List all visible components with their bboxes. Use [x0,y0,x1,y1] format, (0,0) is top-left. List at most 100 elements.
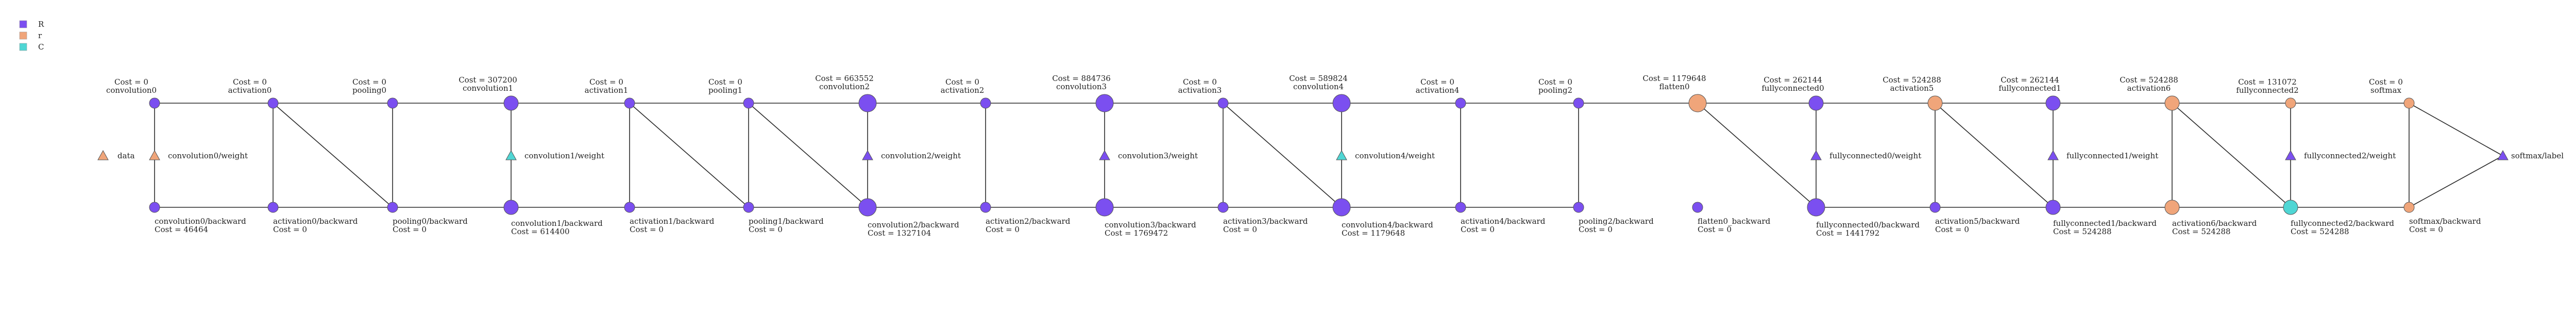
node-conv3b-circle[interactable] [1095,198,1114,217]
node-fc0-circle[interactable] [1808,95,1824,111]
node-conv2-circle[interactable] [858,94,877,112]
node-fc0w-triangle[interactable] [1810,150,1822,160]
node-act5-circle[interactable] [1927,95,1943,111]
node-label-data: data [117,151,135,160]
node-title-smb: softmax/backward [2409,217,2481,226]
node-title-act5: activation5 [1890,84,1934,93]
node-act0-circle[interactable] [267,97,279,109]
legend-swatch-r [19,31,27,40]
node-title-act4: activation4 [1416,86,1460,95]
node-pool2b-circle[interactable] [1573,202,1584,213]
node-cost-fc0b: Cost = 1441792 [1816,228,1879,238]
node-act6-circle[interactable] [2164,95,2180,111]
node-flat0b-circle[interactable] [1692,202,1703,213]
edge-act5-fc1b [1935,103,2054,208]
node-conv1-circle[interactable] [503,95,519,111]
node-conv0b-circle[interactable] [149,202,160,213]
node-act3b-circle[interactable] [1217,202,1229,213]
node-conv3w-triangle[interactable] [1099,150,1110,160]
edge-pool1-conv2b [748,103,868,208]
node-cost-act0: Cost = 0 [233,77,267,87]
node-cost-act6: Cost = 524288 [2120,75,2178,85]
node-title-conv1: convolution1 [463,84,513,93]
node-pool1-circle[interactable] [743,97,754,109]
node-title-flat0b: flatten0_backward [1698,217,1771,226]
node-flat0-circle[interactable] [1688,94,1707,112]
node-label-conv4w: convolution4/weight [1355,151,1435,160]
node-cost-fc1: Cost = 262144 [2001,75,2059,85]
node-data-triangle[interactable] [97,150,109,160]
node-title-pool2: pooling2 [1538,86,1572,95]
node-title-sm: softmax [2370,86,2401,95]
legend-label-r: r [38,31,42,40]
node-title-fc1b: fullyconnected1/backward [2053,219,2157,228]
node-act3-circle[interactable] [1217,97,1229,109]
node-act6b-circle[interactable] [2164,200,2180,215]
node-title-act2: activation2 [941,86,985,95]
node-conv2b-circle[interactable] [858,198,877,217]
node-label-conv0w: convolution0/weight [168,151,248,160]
edge-act1-pool1b [629,103,749,208]
node-title-conv0b: convolution0/backward [155,217,246,226]
node-fc1-circle[interactable] [2045,95,2061,111]
node-conv4b-circle[interactable] [1332,198,1351,217]
node-conv4w-triangle[interactable] [1336,150,1347,160]
node-sm-circle[interactable] [2403,97,2415,109]
node-smb-circle[interactable] [2403,202,2415,213]
edge-act6-fc2b [2172,103,2291,208]
node-title-act3: activation3 [1178,86,1222,95]
node-title-act3b: activation3/backward [1223,217,1308,226]
edge-act0-pool0b [273,103,393,208]
node-conv1w-triangle[interactable] [505,150,517,160]
node-act0b-circle[interactable] [267,202,279,213]
node-label-conv3w: convolution3/weight [1118,151,1198,160]
nodes-layer [97,94,2509,217]
node-title-conv2b: convolution2/backward [868,220,959,229]
node-cost-act3b: Cost = 0 [1223,225,1257,234]
node-cost-conv1: Cost = 307200 [459,75,517,85]
node-conv1b-circle[interactable] [503,200,519,215]
node-pool2-circle[interactable] [1573,97,1584,109]
node-act5b-circle[interactable] [1929,202,1941,213]
node-fc1w-triangle[interactable] [2047,150,2059,160]
node-pool0-circle[interactable] [387,97,398,109]
node-fc2-circle[interactable] [2285,97,2296,109]
node-act2-circle[interactable] [980,97,991,109]
node-title-fc2: fullyconnected2 [2236,86,2298,95]
node-conv4-circle[interactable] [1332,94,1351,112]
legend-label-C: C [38,42,44,52]
node-fc2w-triangle[interactable] [2285,150,2296,160]
node-fc2b-circle[interactable] [2283,200,2298,215]
node-cost-act3: Cost = 0 [1183,77,1217,87]
node-cost-act6b: Cost = 524288 [2172,227,2231,236]
node-act2b-circle[interactable] [980,202,991,213]
node-title-act6b: activation6/backward [2172,219,2257,228]
node-title-conv2: convolution2 [819,82,870,91]
node-cost-pool0: Cost = 0 [352,77,386,87]
node-act4-circle[interactable] [1455,97,1466,109]
node-label-conv1w: convolution1/weight [524,151,604,160]
node-title-act0: activation0 [228,86,272,95]
node-cost-conv0b: Cost = 46464 [155,225,208,234]
node-conv0w-triangle[interactable] [149,150,160,160]
node-conv3-circle[interactable] [1095,94,1114,112]
node-act1-circle[interactable] [624,97,635,109]
node-act1b-circle[interactable] [624,202,635,213]
node-act4b-circle[interactable] [1455,202,1466,213]
node-fc1b-circle[interactable] [2045,200,2061,215]
legend-swatch-R [19,20,27,28]
node-fc0b-circle[interactable] [1807,198,1825,217]
node-conv0-circle[interactable] [149,97,160,109]
node-title-fc0b: fullyconnected0/backward [1816,220,1920,229]
node-cost-pool1: Cost = 0 [708,77,742,87]
node-cost-act1b: Cost = 0 [630,225,664,234]
node-pool1b-circle[interactable] [743,202,754,213]
node-pool0b-circle[interactable] [387,202,398,213]
node-cost-pool0b: Cost = 0 [393,225,427,234]
node-conv2w-triangle[interactable] [862,150,873,160]
node-smlab-triangle[interactable] [2497,150,2509,160]
node-cost-act2b: Cost = 0 [986,225,1020,234]
node-title-act4b: activation4/backward [1461,217,1546,226]
